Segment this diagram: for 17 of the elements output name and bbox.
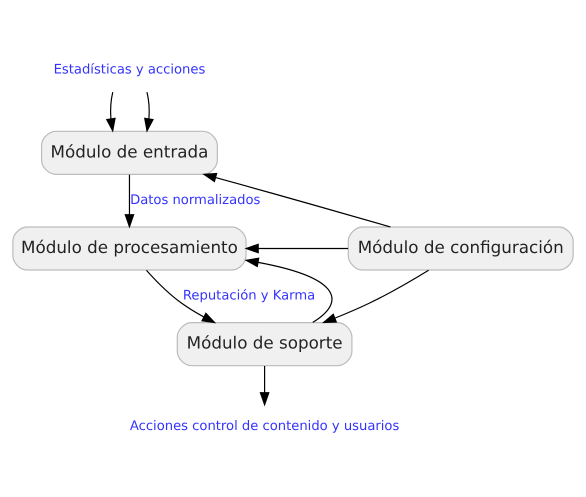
- arrow: [144, 92, 154, 133]
- arrow: [146, 270, 216, 324]
- arrow: [244, 258, 333, 323]
- node-box: Módulo de procesamiento: [12, 226, 247, 271]
- node-box: Módulo de entrada: [40, 130, 218, 175]
- node-box: Módulo de configuración: [348, 226, 574, 271]
- arrow: [124, 174, 134, 228]
- edge-label: Datos normalizados: [130, 193, 260, 208]
- arrow: [106, 92, 116, 133]
- arrow: [202, 172, 391, 228]
- arrow: [322, 270, 429, 324]
- node-text: Acciones control de contenido y usuarios: [130, 419, 400, 434]
- edge-label: Reputación y Karma: [182, 288, 316, 304]
- arrow: [260, 366, 270, 406]
- arrow: [244, 243, 348, 254]
- node-text: Estadísticas y acciones: [54, 62, 206, 78]
- node-box: Módulo de soporte: [176, 322, 352, 366]
